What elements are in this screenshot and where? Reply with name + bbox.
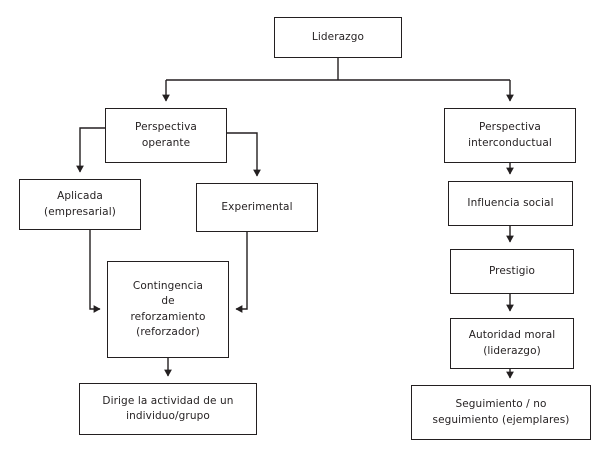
node-experimental[interactable]: Experimental xyxy=(196,183,318,232)
node-autoridad-moral-label: Autoridad moral (liderazgo) xyxy=(468,329,556,357)
node-autoridad-moral[interactable]: Autoridad moral (liderazgo) xyxy=(450,318,574,369)
node-perspectiva-interconductual-label: Perspectiva interconductual xyxy=(468,121,552,149)
edge-aplicada-to-contingencia xyxy=(89,230,101,313)
node-perspectiva-operante[interactable]: Perspectiva operante xyxy=(105,108,227,163)
node-experimental-label: Experimental xyxy=(221,200,293,213)
node-perspectiva-interconductual[interactable]: Perspectiva interconductual xyxy=(444,108,576,163)
node-aplicada[interactable]: Aplicada (empresarial) xyxy=(19,179,141,230)
node-liderazgo[interactable]: Liderazgo xyxy=(274,17,402,58)
edge-operante-to-aplicada xyxy=(76,127,105,173)
node-perspectiva-operante-label: Perspectiva operante xyxy=(135,121,197,149)
node-contingencia-reforzamiento-label: Contingencia de reforzamiento (reforzado… xyxy=(130,280,206,338)
node-influencia-social[interactable]: Influencia social xyxy=(448,181,573,226)
edge-experimental-to-contingencia xyxy=(235,232,248,313)
node-dirige-actividad-label: Dirige la actividad de un individuo/grup… xyxy=(102,394,234,422)
node-seguimiento[interactable]: Seguimiento / no seguimiento (ejemplares… xyxy=(411,385,591,440)
node-contingencia-reforzamiento[interactable]: Contingencia de reforzamiento (reforzado… xyxy=(107,261,229,358)
node-dirige-actividad[interactable]: Dirige la actividad de un individuo/grup… xyxy=(79,383,257,435)
node-prestigio-label: Prestigio xyxy=(488,264,536,277)
node-liderazgo-label: Liderazgo xyxy=(311,30,365,43)
node-aplicada-label: Aplicada (empresarial) xyxy=(44,190,116,218)
node-seguimiento-label: Seguimiento / no seguimiento (ejemplares… xyxy=(432,398,570,426)
node-influencia-social-label: Influencia social xyxy=(467,196,554,209)
node-prestigio[interactable]: Prestigio xyxy=(450,249,574,294)
edge-operante-to-experimental xyxy=(227,132,261,177)
